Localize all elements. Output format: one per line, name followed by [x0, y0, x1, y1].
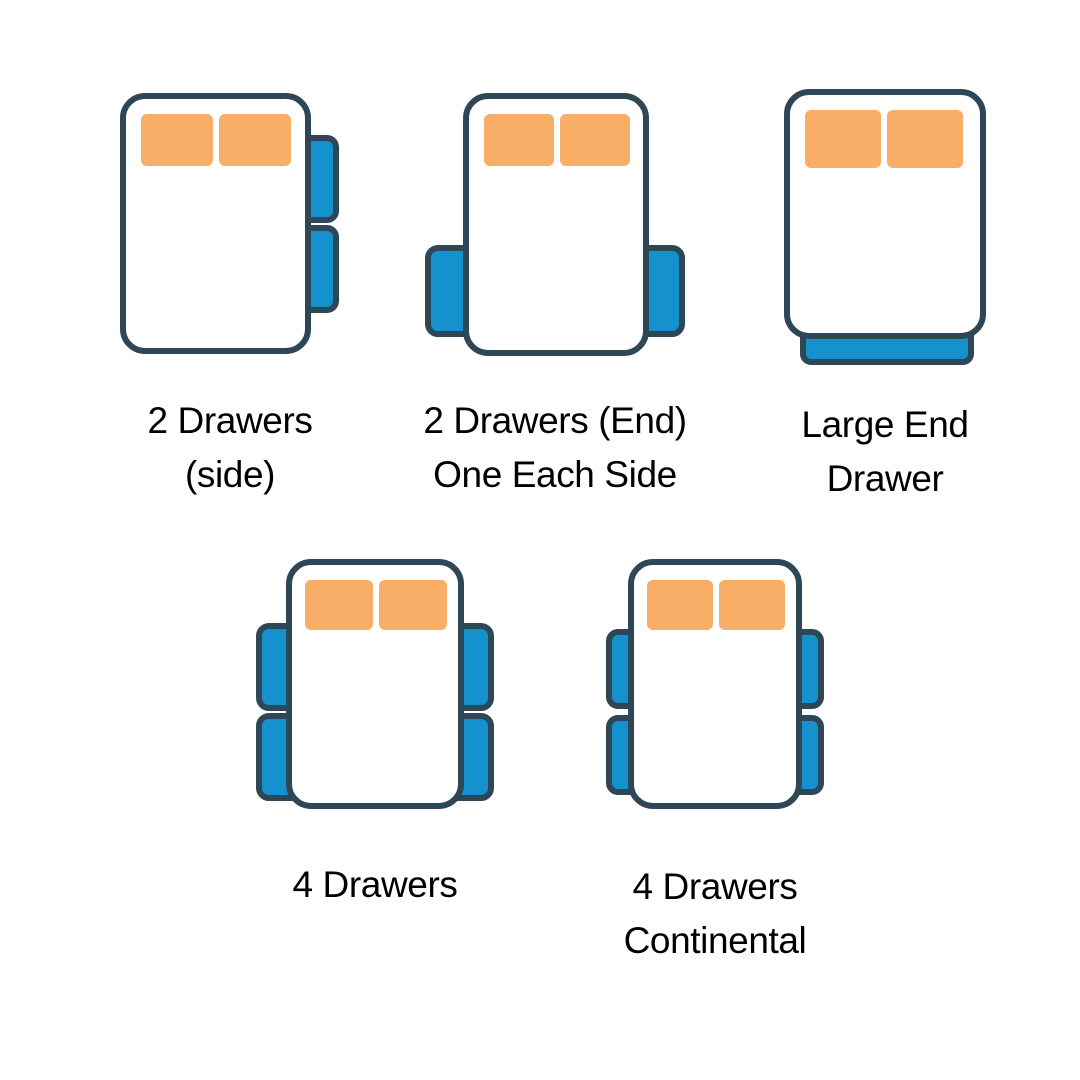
bed-label-2-drawers-end-one-each-side: 2 Drawers (End) One Each Side [423, 400, 687, 495]
pillow-right [719, 580, 785, 630]
pillow-left [805, 110, 881, 168]
bed-label-4-drawers-continental: 4 Drawers Continental [623, 866, 807, 961]
pillow-right [887, 110, 963, 168]
bed-label-4-drawers: 4 Drawers [292, 864, 458, 905]
pillow-left [484, 114, 554, 166]
bed-label-large-end-drawer: Large End Drawer [801, 404, 969, 499]
pillow-right [379, 580, 447, 630]
bed-diagram-4-drawers-continental [606, 559, 824, 809]
bed-option-2-drawers-end-one-each-side[interactable]: 2 Drawers (End) One Each Side [385, 80, 725, 501]
pillow-right [219, 114, 291, 166]
pillow-left [305, 580, 373, 630]
bed-option-2-drawers-side[interactable]: 2 Drawers (side) [60, 80, 400, 501]
bed-option-4-drawers[interactable]: 4 Drawers [225, 548, 525, 912]
bed-diagram-4-drawers [256, 559, 494, 809]
pillow-left [141, 114, 213, 166]
bed-diagram-2-drawers-end-one-each-side [425, 93, 685, 356]
bed-diagram-2-drawers-side [120, 93, 339, 354]
bed-option-4-drawers-continental[interactable]: 4 Drawers Continental [555, 548, 875, 967]
pillow-left [647, 580, 713, 630]
bed-label-2-drawers-side: 2 Drawers (side) [147, 400, 313, 495]
pillow-right [560, 114, 630, 166]
bed-diagram-large-end-drawer [784, 89, 986, 365]
bed-option-large-end-drawer[interactable]: Large End Drawer [725, 80, 1045, 505]
